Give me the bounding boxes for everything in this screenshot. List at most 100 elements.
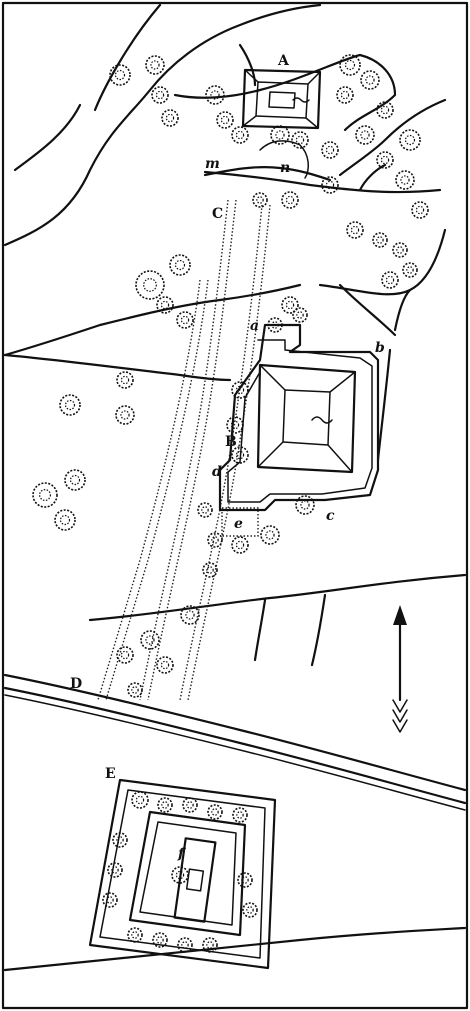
tree-icon-core xyxy=(365,75,375,85)
tree-icon-core xyxy=(265,530,275,540)
tree-icon xyxy=(157,797,173,813)
tree-icon xyxy=(156,656,174,674)
tree-icon-core xyxy=(38,489,51,502)
tree-icon xyxy=(152,932,168,948)
tree-icon-core xyxy=(161,801,169,809)
tree-icon-core xyxy=(415,205,425,215)
tree-icon xyxy=(107,862,123,878)
field-boundaries xyxy=(3,3,467,667)
tree-icon xyxy=(145,55,165,75)
tree-icon-core xyxy=(340,90,350,100)
tree-icon xyxy=(202,562,218,578)
label-a-lower: a xyxy=(250,318,259,334)
tree-icon xyxy=(360,70,380,90)
tree-icon xyxy=(161,109,179,127)
tree-icon xyxy=(336,86,354,104)
tree-icon-core xyxy=(174,259,186,271)
tree-icon xyxy=(292,307,308,323)
tree-icon-core xyxy=(246,906,254,914)
label-b-lower: b xyxy=(375,340,385,356)
north-arrow-icon xyxy=(392,605,408,733)
tree-icon-core xyxy=(120,375,130,385)
tree-icon-core xyxy=(186,801,194,809)
label-d-upper: D xyxy=(70,676,82,692)
enclosure-e-complex xyxy=(88,778,277,970)
tree-icon-core xyxy=(404,134,416,146)
tree-icon xyxy=(231,126,249,144)
tree-icon xyxy=(131,791,149,809)
canal-road xyxy=(3,673,467,972)
pyramid-b xyxy=(218,323,380,512)
tree-icon-core xyxy=(131,686,139,694)
tree-icon-core xyxy=(59,514,71,526)
label-a-upper: A xyxy=(277,53,290,69)
tree-icon xyxy=(339,54,361,76)
tree-icon-core xyxy=(256,196,264,204)
causeway-mn xyxy=(203,140,332,182)
tree-icon xyxy=(402,262,418,278)
tree-icon-core xyxy=(206,566,214,574)
tree-icon-core xyxy=(235,450,245,460)
tree-icon-core xyxy=(350,225,360,235)
tree-icon xyxy=(399,129,421,151)
tree-icon-core xyxy=(236,811,244,819)
tree-icon-core xyxy=(206,941,214,949)
label-m: m xyxy=(205,156,220,172)
tree-icon xyxy=(270,125,290,145)
tree-icon-core xyxy=(111,866,119,874)
tree-icon-core xyxy=(300,500,310,510)
tree-icon-core xyxy=(235,385,245,395)
tree-icon xyxy=(237,872,253,888)
tree-icon xyxy=(232,807,248,823)
tree-icon xyxy=(64,469,86,491)
tree-icon xyxy=(291,131,309,149)
tree-icon-core xyxy=(175,870,185,880)
tree-icon xyxy=(127,682,143,698)
tree-icon-core xyxy=(380,105,390,115)
tree-icon xyxy=(169,254,191,276)
tree-icon-core xyxy=(64,399,76,411)
tree-icon xyxy=(32,482,58,508)
label-c-upper: C xyxy=(212,206,223,222)
tree-icon xyxy=(135,270,165,300)
tree-icon xyxy=(231,381,249,399)
tree-icon-core xyxy=(181,941,189,949)
tree-icon xyxy=(127,927,143,943)
tree-icon xyxy=(295,495,315,515)
tree-icon-core xyxy=(211,536,219,544)
tree-icon xyxy=(112,832,128,848)
tree-icon xyxy=(207,804,223,820)
tree-icon-core xyxy=(360,130,370,140)
tree-icon xyxy=(252,192,268,208)
tree-icon xyxy=(59,394,81,416)
tree-icon xyxy=(180,605,200,625)
tree-icon-core xyxy=(165,113,175,123)
tree-icon-core xyxy=(155,90,165,100)
tree-icon-core xyxy=(325,180,335,190)
tree-icon xyxy=(267,317,283,333)
tree-icon-core xyxy=(230,420,240,430)
pyramid-a xyxy=(241,68,322,130)
tree-icon xyxy=(171,866,189,884)
tree-icon xyxy=(109,64,131,86)
tree-icon-core xyxy=(120,650,130,660)
tree-icon xyxy=(411,201,429,219)
tree-icon xyxy=(54,509,76,531)
tree-icon xyxy=(372,232,388,248)
tree-icon-core xyxy=(135,795,145,805)
tree-icon xyxy=(176,311,194,329)
tree-icon-core xyxy=(120,410,130,420)
label-b-upper: B xyxy=(225,434,237,450)
tree-icon-core xyxy=(145,635,155,645)
tree-icon xyxy=(395,170,415,190)
tree-icon xyxy=(381,271,399,289)
tree-icon xyxy=(151,86,169,104)
label-e-lower: e xyxy=(234,516,243,532)
tree-icon-core xyxy=(185,610,195,620)
tree-icon xyxy=(346,221,364,239)
tree-icon xyxy=(116,646,134,664)
tree-icon-core xyxy=(396,246,404,254)
tree-icon xyxy=(231,536,249,554)
tree-icon-core xyxy=(114,69,126,81)
